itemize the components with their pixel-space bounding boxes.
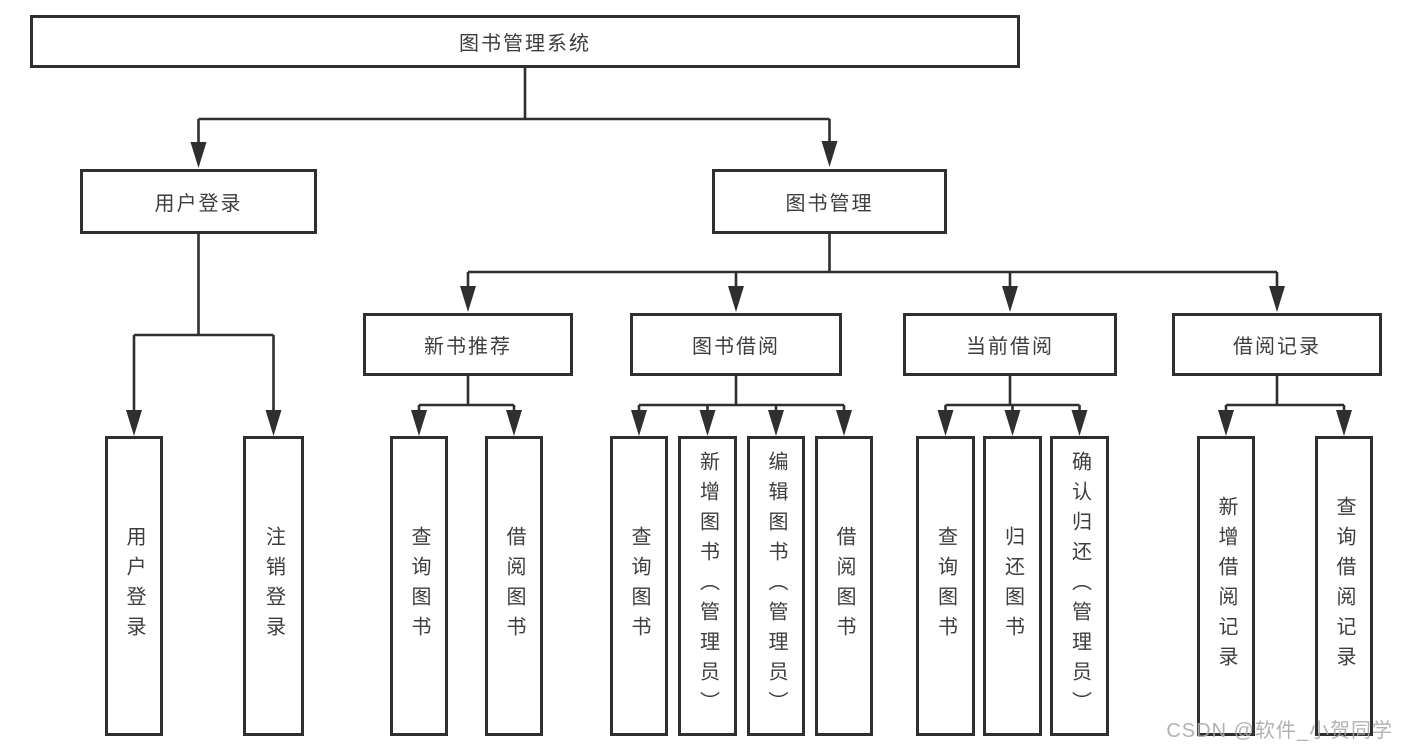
leaf-query-books-b: 查询图书 <box>610 436 668 736</box>
leaf-user-login: 用户登录 <box>105 436 163 736</box>
node-label: 新书推荐 <box>424 336 512 358</box>
arrowheads <box>126 141 1352 436</box>
node-label: 查询图书 <box>628 526 650 646</box>
node-library-system: 图书管理系统 <box>30 15 1020 68</box>
node-label: 查询图书 <box>934 526 957 646</box>
connector-userlogin-to-leaves <box>132 234 275 414</box>
leaf-confirm-return-admin: 确认归还（管理员） <box>1050 436 1109 736</box>
leaf-borrow-books-a: 借阅图书 <box>485 436 543 736</box>
node-label: 图书借阅 <box>692 336 780 358</box>
node-book-management: 图书管理 <box>712 169 947 234</box>
leaf-edit-book-admin: 编辑图书（管理员） <box>747 436 805 736</box>
node-label: 借阅图书 <box>503 526 525 646</box>
node-book-borrowing: 图书借阅 <box>630 313 842 376</box>
node-label: 借阅记录 <box>1233 336 1321 358</box>
node-label: 编辑图书（管理员） <box>765 451 787 721</box>
leaf-add-book-admin: 新增图书（管理员） <box>678 436 737 736</box>
connector-bookborrow-to-leaves <box>637 376 846 414</box>
csdn-watermark: CSDN @软件_小贺同学 <box>1166 720 1393 742</box>
node-label: 当前借阅 <box>966 336 1054 358</box>
node-label: 新增借阅记录 <box>1215 496 1237 676</box>
leaf-borrow-books-b: 借阅图书 <box>815 436 873 736</box>
connector-currentborrow-to-leaves <box>944 376 1081 414</box>
connector-newbook-to-leaves <box>417 376 516 414</box>
node-borrowing-records: 借阅记录 <box>1172 313 1382 376</box>
leaf-logout: 注销登录 <box>243 436 304 736</box>
connector-root-to-level2 <box>197 68 831 146</box>
node-new-book-recommend: 新书推荐 <box>363 313 573 376</box>
connector-bookmgmt-to-level3 <box>466 234 1279 290</box>
node-label: 确认归还（管理员） <box>1068 451 1091 721</box>
node-label: 用户登录 <box>154 193 243 215</box>
leaf-query-borrow-record: 查询借阅记录 <box>1315 436 1373 736</box>
node-label: 查询借阅记录 <box>1333 496 1355 676</box>
node-label: 图书管理 <box>785 193 874 215</box>
connector-records-to-leaves <box>1224 376 1346 414</box>
leaf-add-borrow-record: 新增借阅记录 <box>1197 436 1255 736</box>
node-current-borrowing: 当前借阅 <box>903 313 1117 376</box>
node-label: 归还图书 <box>1001 526 1024 646</box>
node-user-login: 用户登录 <box>80 169 317 234</box>
node-label: 图书管理系统 <box>459 33 591 55</box>
node-label: 查询图书 <box>408 526 430 646</box>
node-label: 用户登录 <box>123 526 145 646</box>
node-label: 新增图书（管理员） <box>696 451 719 721</box>
leaf-query-books-a: 查询图书 <box>390 436 448 736</box>
leaf-return-book: 归还图书 <box>983 436 1042 736</box>
node-label: 注销登录 <box>262 526 285 646</box>
node-label: 借阅图书 <box>833 526 855 646</box>
leaf-query-books-c: 查询图书 <box>916 436 975 736</box>
